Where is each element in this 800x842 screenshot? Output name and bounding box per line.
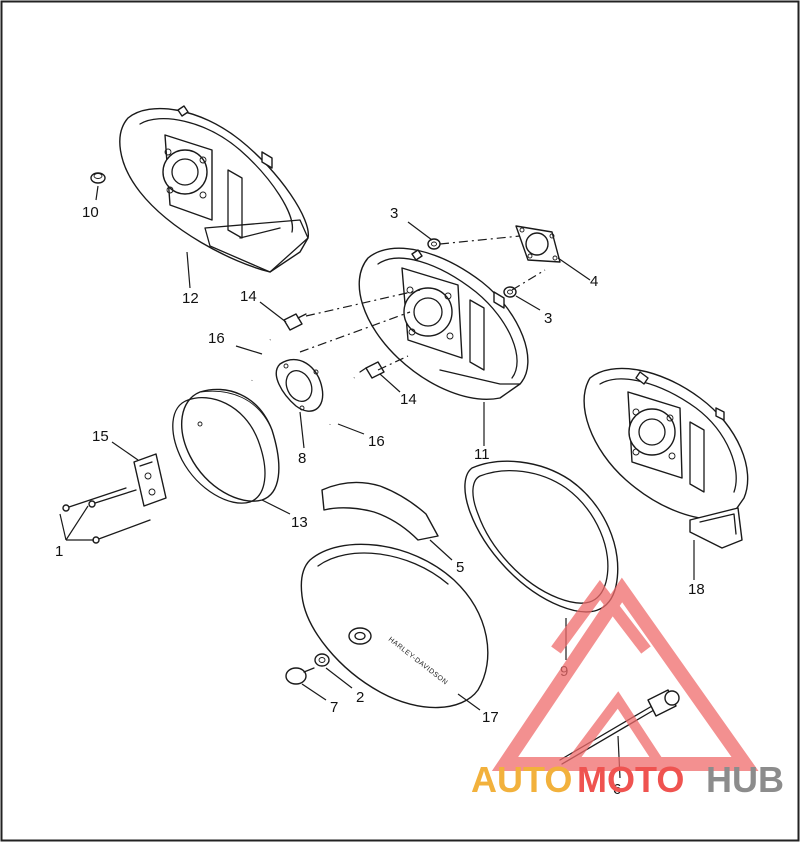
part-15-bracket [133, 453, 167, 507]
part-16-hoses [250, 338, 356, 425]
callout-3b: 3 [544, 310, 552, 327]
part-18-backplate [583, 367, 749, 549]
callout-4: 4 [590, 273, 598, 290]
callout-16b: 16 [368, 433, 385, 450]
part-6-sensor [559, 689, 680, 765]
watermark-auto: AUTO [471, 759, 572, 800]
watermark-text: AUTO MOTO HUB [471, 759, 784, 800]
part-11-backplate [358, 247, 529, 400]
callout-11: 11 [474, 446, 490, 463]
callout-labels: 10 12 3 4 3 14 16 14 16 8 11 15 13 1 5 1… [55, 204, 705, 798]
callout-3a: 3 [390, 205, 398, 222]
part-12-backplate [119, 105, 309, 273]
callout-14b: 14 [400, 391, 417, 408]
callout-2: 2 [356, 689, 364, 706]
callout-14a: 14 [240, 288, 257, 305]
callout-17: 17 [482, 709, 499, 726]
callout-5: 5 [456, 559, 464, 576]
part-1-screws [62, 487, 151, 544]
assembly-centerlines [299, 235, 546, 371]
part-14-fittings [283, 313, 385, 379]
part-13-filter [172, 388, 280, 504]
part-17-cover: HARLEY-DAVIDSON [300, 543, 489, 709]
callout-7: 7 [330, 699, 338, 716]
part-5-seal [321, 481, 439, 541]
callout-12: 12 [182, 290, 199, 307]
callout-1: 1 [55, 543, 63, 560]
callout-16a: 16 [208, 330, 225, 347]
part-10-plug [90, 172, 106, 184]
callout-8: 8 [298, 450, 306, 467]
watermark-moto: MOTO [577, 759, 684, 800]
callout-13: 13 [291, 514, 308, 531]
watermark-hub: HUB [706, 759, 784, 800]
callout-15: 15 [92, 428, 109, 445]
part-7-screw [285, 667, 315, 685]
callout-6: 6 [613, 781, 621, 798]
callout-18: 18 [688, 581, 705, 598]
part-2-washer [314, 653, 330, 667]
watermark-logo [491, 577, 759, 771]
part-8-gasket [275, 358, 324, 412]
callout-10: 10 [82, 204, 99, 221]
part-4-gasket [515, 225, 561, 263]
